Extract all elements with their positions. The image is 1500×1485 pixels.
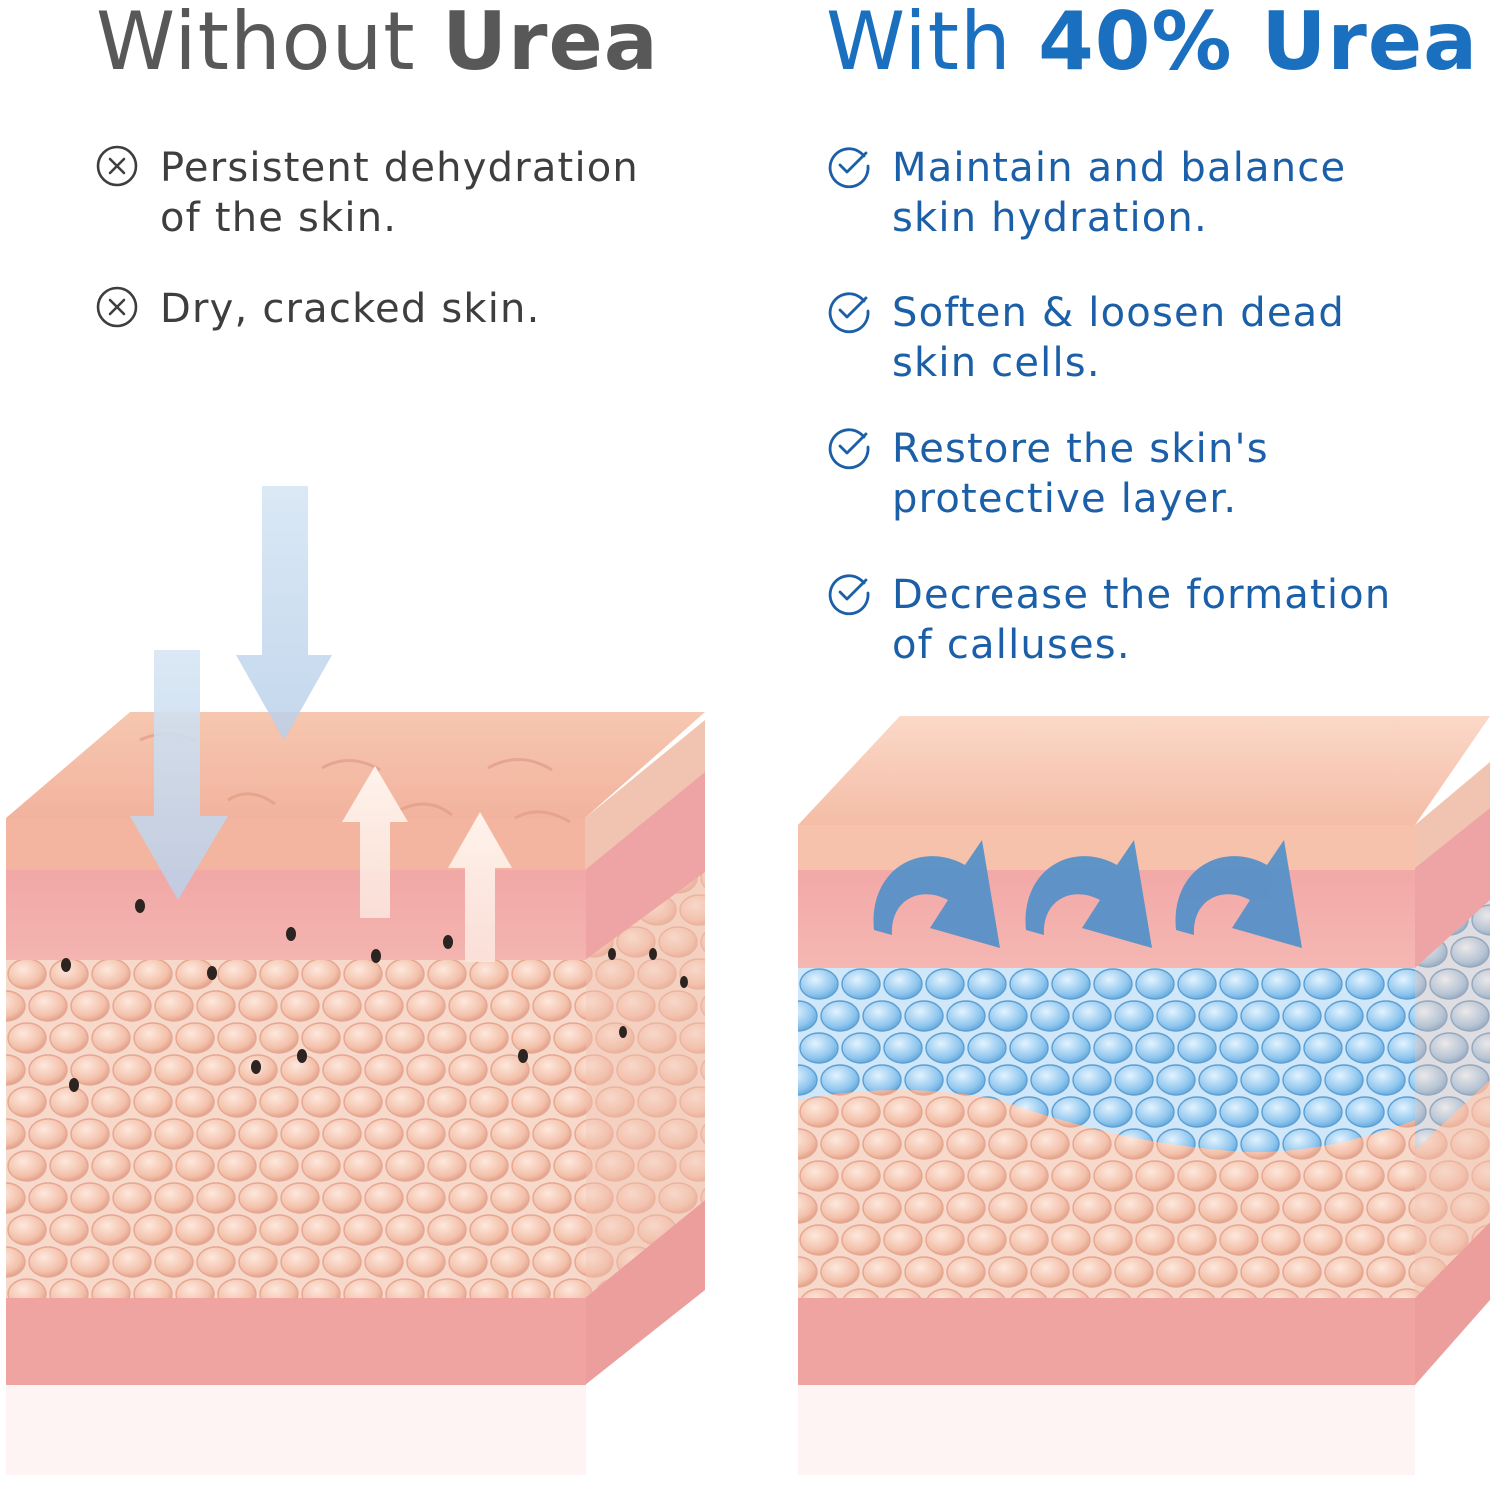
without-urea-title: Without Urea: [96, 2, 659, 82]
check-circle-icon: [828, 574, 870, 616]
skin-dermis-band: [6, 870, 586, 960]
water-out-arrows: [342, 766, 512, 962]
negative-item: Dry, cracked skin.: [94, 284, 541, 334]
negative-item-text: Persistent dehydration of the skin.: [160, 145, 639, 241]
benefit-item: Maintain and balance skin hydration.: [826, 143, 1346, 243]
negative-item-text: Dry, cracked skin.: [160, 286, 541, 332]
skin-top-surface: [798, 716, 1490, 825]
dry-skin-diagram: [6, 486, 705, 1475]
benefit-item-text: Soften & loosen dead skin cells.: [892, 290, 1345, 386]
cross-circle-icon: [96, 286, 138, 328]
benefit-item-text: Maintain and balance skin hydration.: [892, 145, 1347, 241]
benefit-item: Decrease the formation of calluses.: [826, 570, 1391, 670]
reflection: [798, 1385, 1415, 1475]
skin-cell-layer: [6, 958, 586, 1298]
hydration-arrows: [873, 840, 1302, 948]
impurity-dots: [61, 899, 688, 1092]
with-urea-title: With 40% Urea: [826, 2, 1478, 82]
cross-circle-icon: [96, 145, 138, 187]
skin-side-bottom: [585, 1200, 705, 1385]
skin-bottom-band: [6, 1298, 586, 1385]
skin-side-band: [585, 772, 705, 960]
benefit-item-text: Restore the skin's protective layer.: [892, 426, 1269, 522]
check-circle-icon: [828, 428, 870, 470]
benefit-item: Restore the skin's protective layer.: [826, 424, 1269, 524]
title-strong: Urea: [442, 0, 659, 88]
water-in-arrows: [130, 486, 332, 900]
negative-item: Persistent dehydration of the skin.: [94, 143, 639, 243]
check-circle-icon: [828, 292, 870, 334]
skin-side-cells: [585, 872, 705, 1298]
skin-side-bottom: [1415, 1222, 1490, 1385]
hydrated-skin-diagram: [798, 716, 1490, 1475]
check-circle-icon: [828, 147, 870, 189]
skin-bottom-band: [798, 1298, 1415, 1385]
benefit-item: Soften & loosen dead skin cells.: [826, 288, 1345, 388]
title-prefix: Without: [96, 0, 416, 88]
skin-side-band: [1415, 808, 1490, 968]
title-prefix: With: [826, 0, 1012, 88]
reflection: [6, 1385, 586, 1475]
title-strong: 40% Urea: [1038, 0, 1479, 88]
skin-side-hydrated-cells: [1415, 900, 1490, 1150]
benefit-item-text: Decrease the formation of calluses.: [892, 572, 1392, 668]
